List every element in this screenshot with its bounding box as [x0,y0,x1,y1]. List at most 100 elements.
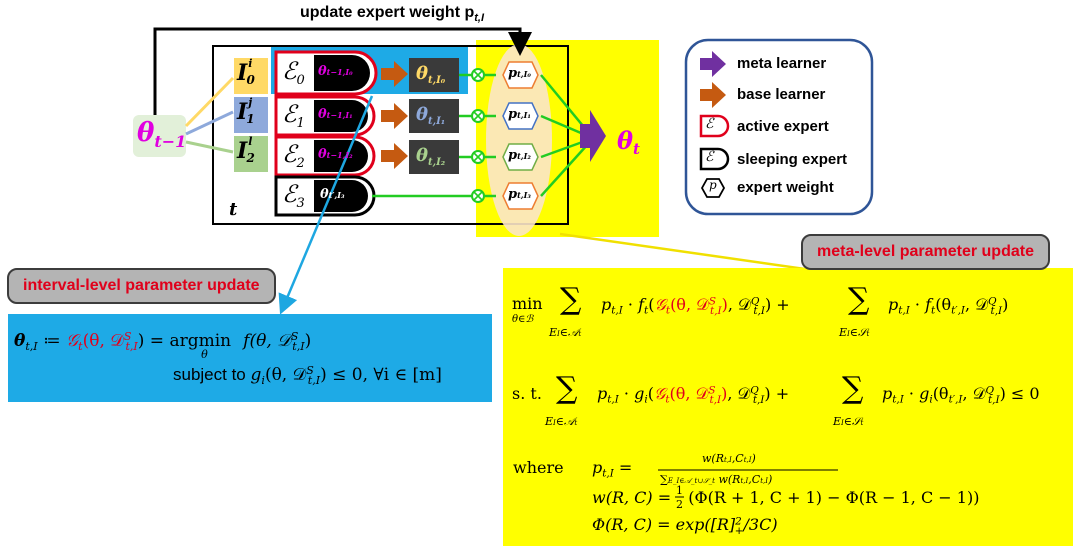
meta-line-2-terms: pt,I · gi(𝒢t(θ, 𝒟St,I), 𝒟Qt,I) + [597,384,790,406]
ie-close: ) [304,331,312,352]
me-pdef-p-sub: t,I [602,467,614,480]
me-wdef-lhs: w(R, C) = [592,488,677,507]
meta-update-tag: meta-level parameter update [801,234,1050,270]
me-theta-p-1: (θ [935,295,952,314]
weight-sub-2: t,I₂ [517,151,531,161]
interval-sub-0: 0 [246,73,255,87]
theta-out-symbol: θ [617,126,634,155]
me-pdef-p: p [592,458,603,477]
output-box-0 [409,58,459,92]
sleeping-expert-icon [699,147,730,171]
expert-weight-hexagon-icon [700,178,726,198]
meta-sum-2-under: EI∈𝒮t [839,326,869,340]
me-Dq-2: , 𝒟 [965,295,988,314]
me-Dq-2-sub: t,I [990,304,1003,317]
output-box-1 [409,99,459,133]
expert-param-1: θt−1,I₁ [318,107,353,122]
ie-G: 𝒢 [66,331,79,352]
interval-box-2 [234,136,268,172]
expert-sub-0: 0 [296,73,305,88]
me-Dq-3: , 𝒟 [727,384,751,403]
me-p-2-sub: t,I [898,304,910,317]
me-Dq-1-sup: Q [750,295,760,308]
ie-theta: θ [14,331,26,352]
me-f-1-sub: t [644,304,649,317]
expert-sub-3: 3 [296,196,305,211]
time-label: t [229,199,238,220]
meta-sum-1-under: EI∈𝒜t [549,326,581,340]
update-weight-sub: t,I [474,12,485,24]
meta-equation-background [503,268,1073,546]
meta-learner-arrow-icon [700,51,726,77]
expert-label-3: ℰ3 [282,180,305,211]
me-Dq-1-sub: t,I [753,304,765,317]
me-sum4-set-sub: t [860,419,864,427]
interval-box-1 [234,97,268,133]
expert-param-sym-1: θ [318,107,327,122]
arrow-to-interval-0 [184,76,235,128]
expert-0-shape [274,50,378,96]
me-f-1: f [638,295,645,314]
me-sum1-set: ∈𝒜 [559,326,579,339]
ie-g-arg-sup: S [306,364,314,377]
me-pdef-num-sub2: t,I [743,456,752,464]
meta-where-label: where [513,458,564,477]
me-G-1-sub: t [665,304,671,317]
meta-w-half-den: 2 [676,498,683,511]
legend-active-glyph: ℰ [705,116,714,132]
me-sum4-E: E [833,415,842,428]
output-theta-1: θt,I₁ [416,104,445,127]
weight-sym-3: p [508,187,518,202]
me-pdef-den-sum: ∑ [660,473,668,486]
theta-prev-box [133,115,186,157]
expert-param-2: θt−1,I₂ [318,147,353,162]
me-min: min [512,294,543,313]
ie-f-sup: S [290,330,299,343]
theta-prev-label: θt−1 [137,118,186,151]
me-g-1-sub: i [644,393,648,406]
me-g-2-sub: i [929,393,933,406]
me-Dq-4: , 𝒟 [962,384,986,403]
me-sum3-E: E [545,415,554,428]
interval-label-0: Ii0 [237,57,260,87]
me-dot-4: · [903,384,920,403]
me-theta-p-2: (θ [932,384,949,403]
meta-learner-arrow [580,110,606,162]
me-G-1-dsub: t,I [710,304,722,317]
me-pdef-den-w: w(R [714,473,741,486]
me-f-2: f [925,295,932,314]
me-wdef-rhs: (Φ(R + 1, C + 1) − Φ(R − 1, C − 1)) [688,488,980,507]
base-learner-arrows [381,61,408,169]
me-sum-1-sym: ∑ [560,282,582,317]
meta-sum-3: ∑ [556,371,577,406]
me-phidef-sub: + [734,524,744,537]
meta-p-def-denominator: ∑E_I∈𝒜_t∪𝒮_t w(Rt,I,Ct,I) [660,473,772,486]
expert-param-sub-2: t−1,I₂ [326,150,353,160]
me-p-2: p [888,295,899,314]
expert-param-sym-0: θ [318,64,327,79]
me-Dq-3-sup: Q [750,384,759,397]
me-p-3: p [597,384,608,403]
meta-link-arrow [559,232,845,282]
theta-prev-symbol: θ [137,118,155,148]
interval-equation-line-2: subject to gi(θ, 𝒟St,I) ≤ 0, ∀i ∈ [m] [173,364,442,387]
me-st: s. t. [512,384,542,403]
me-sum-4-sym: ∑ [842,371,864,406]
me-dot-3: · [618,384,635,403]
expert-glyph-0: ℰ [282,57,297,85]
interval-sup-1: j [248,96,253,109]
me-sum2-E-sub: I [847,330,850,338]
weight-sub-0: t,I₀ [517,69,531,79]
me-G-2: 𝒢 [653,384,666,403]
me-G-2-arg: (θ, 𝒟 [669,384,709,403]
meta-w-half-num: 1 [676,484,683,497]
me-dot-1: · [622,295,639,314]
meta-min-under: θ∈ℬ [512,314,533,325]
ie-g-arg: (θ, 𝒟 [264,365,307,386]
me-pdef-den-end: ) [768,473,773,486]
theta-out-sub: t [633,140,640,158]
meta-line-1-terms-b: pt,I · ft(θt′,I, 𝒟Qt,I) [888,295,1009,317]
meta-sum-3-under: EI∈𝒜t [545,415,577,429]
ie-G-arg-sub: t,I [125,339,138,353]
